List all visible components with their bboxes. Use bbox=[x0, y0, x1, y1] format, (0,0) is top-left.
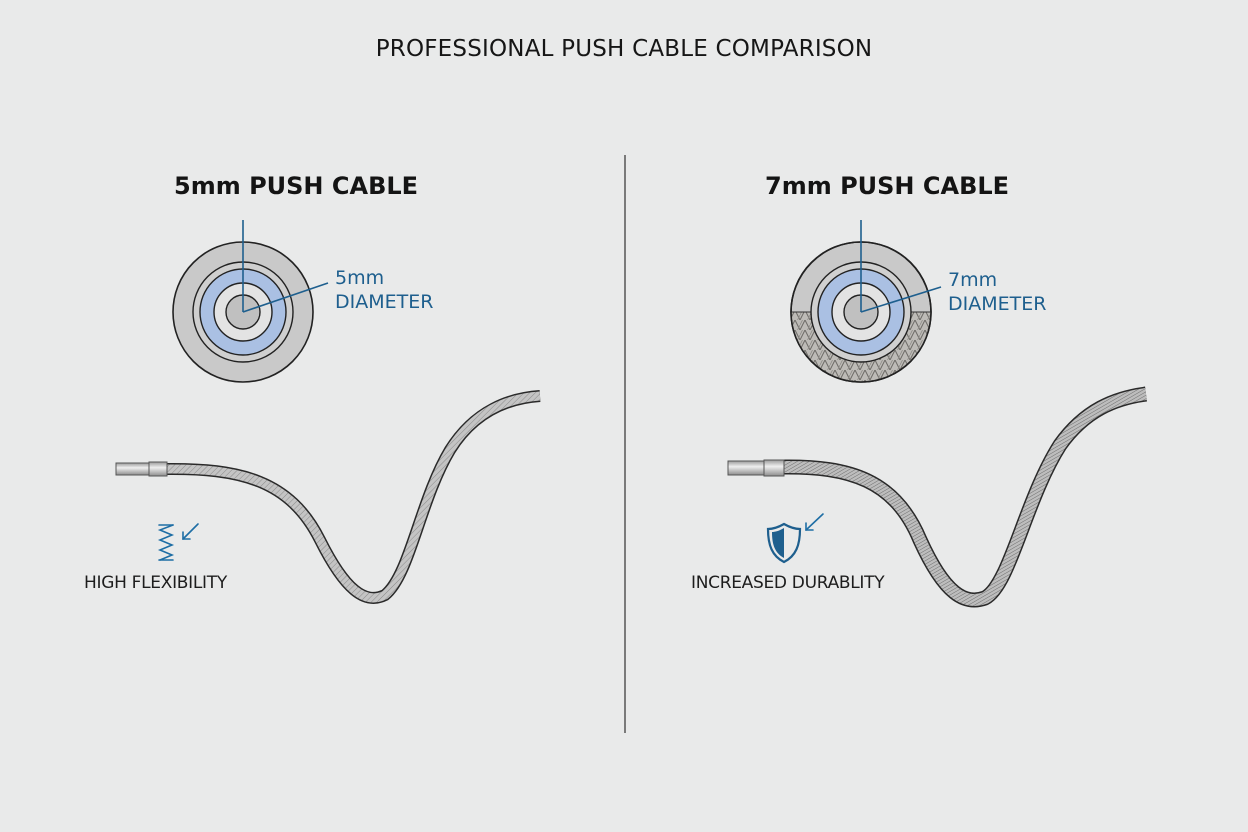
diameter-label: DIAMETER bbox=[335, 291, 434, 313]
cable-tip bbox=[727, 460, 767, 476]
feature-label-flexibility: HIGH FLEXIBILITY bbox=[84, 573, 227, 593]
cable-5mm bbox=[115, 390, 541, 604]
cable-ferrule bbox=[763, 459, 785, 477]
arrow-icon bbox=[182, 523, 199, 540]
diameter-label: DIAMETER bbox=[948, 293, 1047, 315]
shield-icon bbox=[766, 522, 802, 564]
arrow-icon bbox=[805, 513, 824, 531]
diameter-value: 7mm bbox=[948, 269, 998, 291]
panel-title-7mm: 7mm PUSH CABLE bbox=[765, 172, 1010, 200]
cable-ferrule bbox=[148, 461, 168, 477]
cross-section-5mm bbox=[172, 220, 329, 383]
diameter-value: 5mm bbox=[335, 267, 385, 289]
page-title: PROFESSIONAL PUSH CABLE COMPARISON bbox=[375, 36, 873, 62]
cable-7mm bbox=[727, 386, 1148, 608]
diameter-callout-5mm: 5mm DIAMETER bbox=[335, 266, 433, 314]
spring-icon bbox=[157, 524, 175, 561]
cross-section-7mm bbox=[790, 220, 942, 383]
cable-tip bbox=[115, 462, 151, 476]
diameter-callout-7mm: 7mm DIAMETER bbox=[948, 268, 1046, 316]
feature-label-durability: INCREASED DURABLITY bbox=[691, 573, 885, 593]
panel-title-5mm: 5mm PUSH CABLE bbox=[174, 172, 419, 200]
